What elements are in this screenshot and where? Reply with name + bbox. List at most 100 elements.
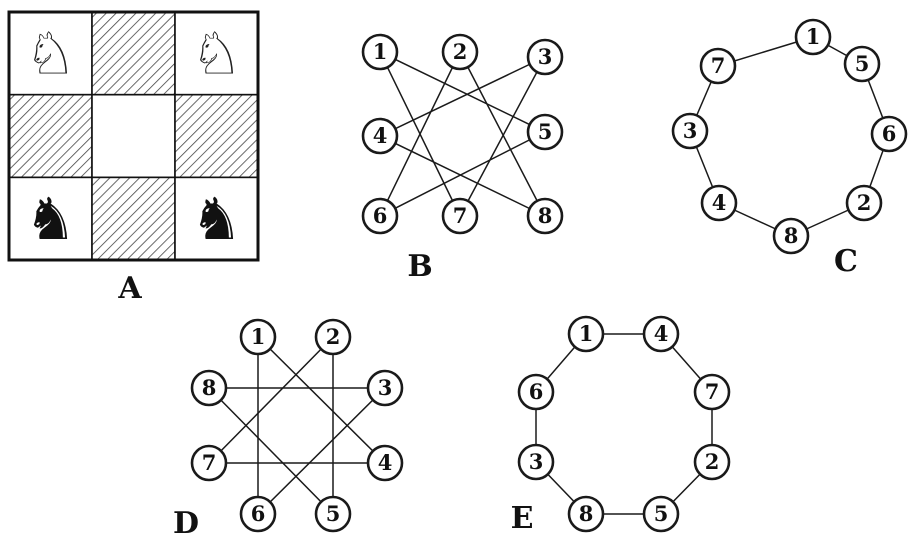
node-circle	[700, 184, 738, 222]
node-circle	[772, 217, 810, 255]
node-label: 7	[705, 379, 720, 404]
edge-3-6	[257, 387, 386, 515]
node-label: 5	[855, 51, 870, 76]
node-label: 1	[251, 324, 266, 349]
dark-square	[91, 11, 176, 96]
node-label: 3	[378, 375, 393, 400]
node-label: 4	[654, 321, 669, 346]
light-square	[91, 93, 176, 179]
white-knight-icon: ♘	[25, 19, 77, 87]
node-circle	[693, 443, 731, 481]
node-circle	[693, 373, 731, 411]
light-square	[174, 11, 259, 96]
node-5: 5	[843, 45, 881, 83]
node-3: 3	[671, 112, 709, 150]
node-circle	[843, 45, 881, 83]
dark-square	[8, 93, 93, 179]
node-8: 8	[190, 369, 228, 407]
node-label: 2	[705, 449, 720, 474]
node-circle	[366, 444, 404, 482]
black-knight-icon: ♞	[191, 185, 243, 253]
node-5: 5	[642, 495, 680, 533]
figure-e-caption: E	[511, 501, 534, 536]
node-7: 7	[190, 444, 228, 482]
node-label: 4	[712, 190, 727, 215]
node-label: 2	[326, 324, 341, 349]
node-label: 5	[538, 119, 553, 144]
node-circle	[642, 495, 680, 533]
node-5: 5	[314, 495, 352, 533]
node-circle	[366, 369, 404, 407]
node-label: 6	[251, 501, 266, 526]
node-circle	[190, 369, 228, 407]
node-circle	[699, 47, 737, 85]
node-label: 8	[784, 223, 799, 248]
node-label: 6	[882, 121, 897, 146]
node-2: 2	[441, 33, 479, 71]
node-4: 4	[366, 444, 404, 482]
node-6: 6	[361, 197, 399, 235]
node-6: 6	[517, 373, 555, 411]
node-label: 5	[654, 501, 669, 526]
figure-d-graph: 1 2 3 4 5 6 7 8 D	[173, 318, 404, 541]
node-circle	[441, 33, 479, 71]
node-5: 5	[526, 113, 564, 151]
edge-2-6	[379, 51, 461, 217]
node-circle	[361, 197, 399, 235]
node-2: 2	[845, 184, 883, 222]
node-label: 6	[373, 203, 388, 228]
white-knight-icon: ♘	[191, 19, 243, 87]
node-circle	[526, 38, 564, 76]
edge-3-4	[379, 56, 546, 137]
figure-b-caption: B	[407, 249, 432, 284]
node-label: 8	[538, 203, 553, 228]
node-label: 4	[378, 450, 393, 475]
node-1: 1	[794, 18, 832, 56]
node-label: 6	[529, 379, 544, 404]
edge-5-6	[379, 131, 546, 217]
dark-square	[174, 93, 259, 179]
edge-2-7	[208, 336, 334, 464]
node-1: 1	[239, 318, 277, 356]
node-label: 2	[453, 39, 468, 64]
edge-3-7	[459, 56, 546, 217]
figure-a-chessboard: ♘♘♞♞ A	[7, 10, 260, 306]
node-3: 3	[517, 443, 555, 481]
node-3: 3	[526, 38, 564, 76]
edge-1-4	[257, 336, 386, 464]
node-circle	[441, 197, 479, 235]
node-circle	[567, 495, 605, 533]
node-4: 4	[700, 184, 738, 222]
node-7: 7	[693, 373, 731, 411]
node-circle	[314, 495, 352, 533]
figure-d-caption: D	[173, 506, 199, 541]
edge-1-5	[379, 51, 546, 133]
node-circle	[845, 184, 883, 222]
node-label: 8	[202, 375, 217, 400]
node-circle	[361, 117, 399, 155]
node-circle	[671, 112, 709, 150]
node-label: 7	[711, 53, 726, 78]
node-label: 2	[857, 190, 872, 215]
node-3: 3	[366, 369, 404, 407]
edge-4-8	[379, 135, 546, 217]
light-square	[8, 176, 93, 261]
dark-square	[91, 176, 176, 261]
node-circle	[361, 33, 399, 71]
node-2: 2	[314, 318, 352, 356]
node-label: 7	[202, 450, 217, 475]
node-4: 4	[642, 315, 680, 353]
light-square	[8, 11, 93, 96]
node-label: 3	[529, 449, 544, 474]
node-circle	[190, 444, 228, 482]
edge-2-8	[459, 51, 546, 217]
node-8: 8	[772, 217, 810, 255]
node-label: 4	[373, 123, 388, 148]
node-4: 4	[361, 117, 399, 155]
node-1: 1	[567, 315, 605, 353]
board-border	[7, 10, 260, 262]
node-circle	[314, 318, 352, 356]
node-6: 6	[870, 115, 908, 153]
